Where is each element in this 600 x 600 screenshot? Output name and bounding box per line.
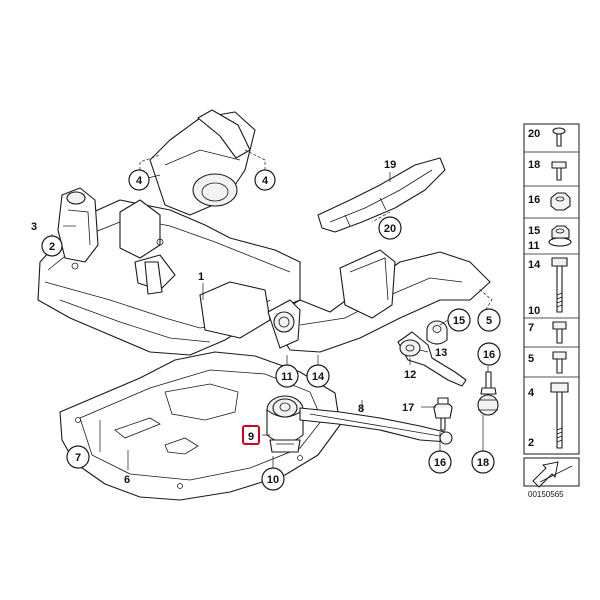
callout-3[interactable]: 3 (31, 221, 37, 233)
fastener-panel: 20 18 16 15 11 14 10 7 (523, 123, 580, 455)
drawing-code: 00150565 (528, 490, 564, 499)
ball-joint (433, 397, 453, 431)
callout-13[interactable]: 13 (435, 347, 447, 359)
callout-5-label: 5 (486, 315, 492, 327)
callout-4-right-label: 4 (262, 175, 269, 187)
panel-label-5: 5 (528, 353, 534, 365)
callout-8-label: 8 (358, 403, 364, 415)
callout-3-label: 3 (31, 221, 37, 233)
callout-6-label: 6 (124, 474, 130, 486)
callout-14[interactable]: 14 (306, 364, 330, 388)
long-bolt-icon (551, 257, 568, 313)
callout-18[interactable]: 18 (471, 450, 495, 474)
underbody-protection-plate (59, 351, 341, 501)
callout-16-bottom[interactable]: 16 (428, 450, 452, 474)
callout-4-left[interactable]: 4 (128, 169, 150, 191)
callout-4-left-label: 4 (136, 175, 143, 187)
wishbone-control-arm (299, 407, 453, 445)
callout-15[interactable]: 15 (447, 308, 471, 332)
callout-19-label: 19 (384, 159, 396, 171)
hex-bolt-icon (551, 161, 567, 181)
callout-11[interactable]: 11 (275, 364, 299, 388)
callout-1-label: 1 (198, 271, 204, 283)
callout-6[interactable]: 6 (124, 474, 130, 486)
callout-1[interactable]: 1 (198, 271, 204, 283)
callout-13-label: 13 (435, 347, 447, 359)
panel-label-2: 2 (528, 437, 534, 449)
callout-17[interactable]: 17 (402, 402, 414, 414)
callout-10-label: 10 (267, 474, 279, 486)
callout-9-highlighted[interactable]: 9 (242, 425, 260, 445)
callout-4-right[interactable]: 4 (254, 169, 276, 191)
highlight-frame (242, 425, 260, 445)
hex-bolt-icon (552, 351, 567, 374)
callout-14-label: 14 (312, 371, 325, 383)
callout-19[interactable]: 19 (384, 159, 396, 171)
callout-16-bottom-label: 16 (434, 457, 446, 469)
callout-18-label: 18 (477, 457, 489, 469)
callout-20-label: 20 (384, 223, 396, 235)
strut-bushing (426, 320, 448, 345)
ball-stud (477, 371, 499, 416)
callout-7-label: 7 (75, 452, 81, 464)
panel-label-20: 20 (528, 128, 540, 140)
direction-arrow-icon (523, 457, 580, 488)
callout-12-label: 12 (404, 369, 416, 381)
callout-16-top[interactable]: 16 (477, 342, 501, 366)
panel-label-16: 16 (528, 194, 540, 206)
long-bolt-icon (550, 382, 569, 449)
callout-17-label: 17 (402, 402, 414, 414)
hex-nut-icon (550, 192, 571, 211)
torx-screw-icon (552, 127, 566, 147)
panel-label-4: 4 (528, 387, 535, 399)
panel-label-7: 7 (528, 322, 534, 334)
front-axle-carrier (37, 109, 491, 356)
flange-nut-icon (548, 225, 572, 247)
callout-11-label: 11 (281, 371, 293, 383)
panel-label-11: 11 (528, 240, 540, 252)
callout-9-label: 9 (248, 431, 254, 443)
tension-strut (397, 331, 467, 387)
panel-label-15: 15 (528, 225, 540, 237)
callout-8[interactable]: 8 (358, 403, 364, 415)
panel-label-10: 10 (528, 305, 540, 317)
callout-12[interactable]: 12 (404, 369, 416, 381)
callout-15-label: 15 (453, 315, 465, 327)
callout-2-label: 2 (49, 241, 55, 253)
panel-label-14: 14 (528, 259, 541, 271)
callout-7[interactable]: 7 (66, 445, 90, 469)
callout-20[interactable]: 20 (378, 216, 402, 240)
heat-shield (317, 157, 446, 233)
callout-10[interactable]: 10 (261, 467, 285, 491)
rubber-mount-bushing (266, 395, 304, 453)
callout-2[interactable]: 2 (41, 235, 63, 257)
panel-label-18: 18 (528, 159, 540, 171)
callout-5[interactable]: 5 (477, 308, 501, 332)
callout-16-top-label: 16 (483, 349, 495, 361)
hex-bolt-icon (552, 321, 567, 344)
